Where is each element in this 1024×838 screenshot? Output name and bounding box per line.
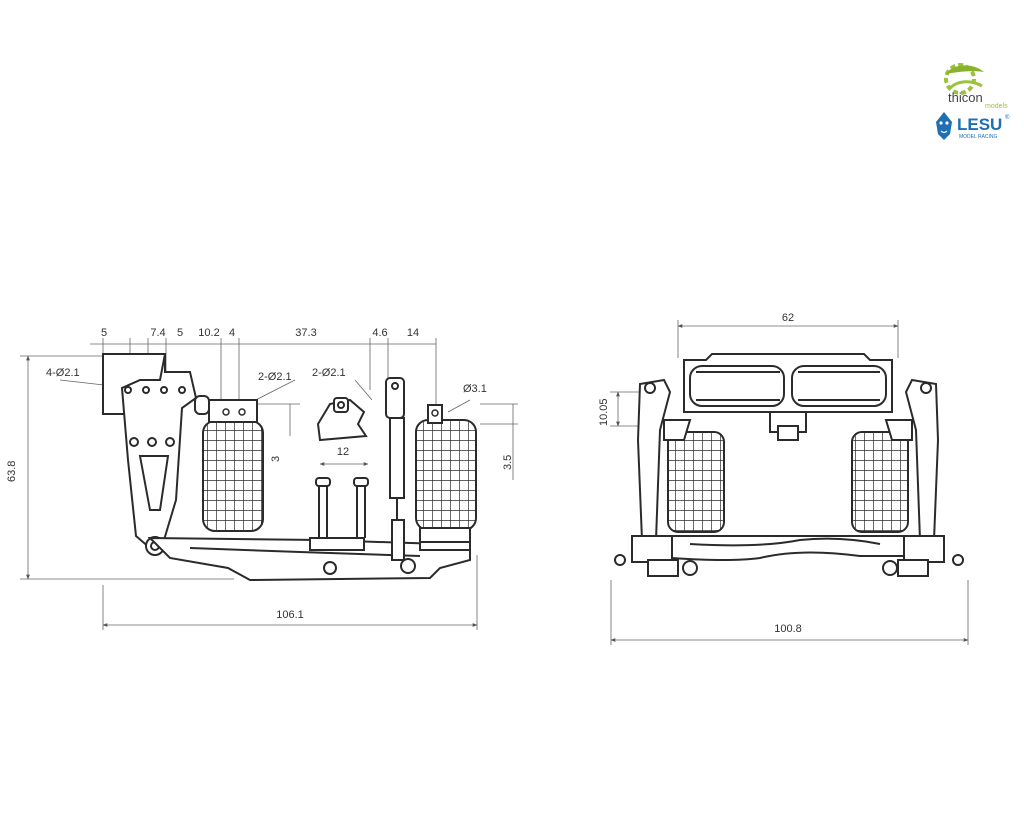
lesu-tagline: MODEL RACING — [959, 134, 998, 140]
front-airbag-left — [667, 431, 725, 533]
gear-leaf-icon — [944, 63, 984, 95]
dim-top-3: 5 — [177, 327, 183, 339]
side-airbag-front — [194, 395, 264, 532]
lion-head-icon — [936, 112, 952, 140]
thicon-logo: thicon models — [944, 63, 1008, 110]
side-airbag-rear — [415, 404, 477, 543]
side-bracket — [102, 353, 198, 556]
label-hole-right: 2-Ø2.1 — [312, 367, 346, 379]
dim-3: 3 — [270, 456, 282, 462]
dim-front-width: 100.8 — [774, 623, 802, 635]
dim-front-top: 62 — [782, 312, 794, 324]
lesu-name: LESU — [957, 115, 1002, 134]
side-lower-arm — [147, 536, 471, 582]
dim-width: 106.1 — [276, 609, 304, 621]
side-bolts — [315, 477, 369, 538]
side-shock — [385, 377, 405, 561]
dim-top-2: 7.4 — [150, 327, 165, 339]
front-left-bracket — [614, 378, 692, 577]
front-crossmember — [683, 353, 893, 441]
dim-top-4: 10.2 — [198, 327, 219, 339]
dim-top-8: 14 — [407, 327, 419, 339]
dim-3-5: 3.5 — [502, 455, 514, 470]
front-view: 62 10.05 100.8 — [598, 312, 969, 645]
side-mount — [316, 397, 368, 442]
dim-12: 12 — [337, 446, 349, 458]
lesu-logo: LESU ® MODEL RACING — [936, 112, 1010, 140]
side-dim-lines — [20, 338, 518, 630]
dim-front-side: 10.05 — [598, 398, 610, 426]
dim-top-6: 37.3 — [295, 327, 316, 339]
dim-height: 63.8 — [6, 461, 18, 482]
front-right-bracket — [884, 378, 964, 577]
dim-top-1: 5 — [101, 327, 107, 339]
label-hole-mid: 2-Ø2.1 — [258, 371, 292, 383]
thicon-sub: models — [985, 103, 1008, 110]
dim-top-7: 4.6 — [372, 327, 387, 339]
thicon-name: thicon — [948, 90, 983, 105]
label-hole-small: Ø3.1 — [463, 383, 487, 395]
lesu-registered: ® — [1005, 114, 1010, 121]
label-hole-left: 4-Ø2.1 — [46, 367, 80, 379]
side-view: 5 7.4 5 10.2 4 37.3 4.6 14 4-Ø2.1 2-Ø2.1… — [6, 327, 518, 630]
front-airbag-right — [851, 431, 909, 533]
dim-top-5: 4 — [229, 327, 235, 339]
front-axle — [671, 535, 905, 576]
